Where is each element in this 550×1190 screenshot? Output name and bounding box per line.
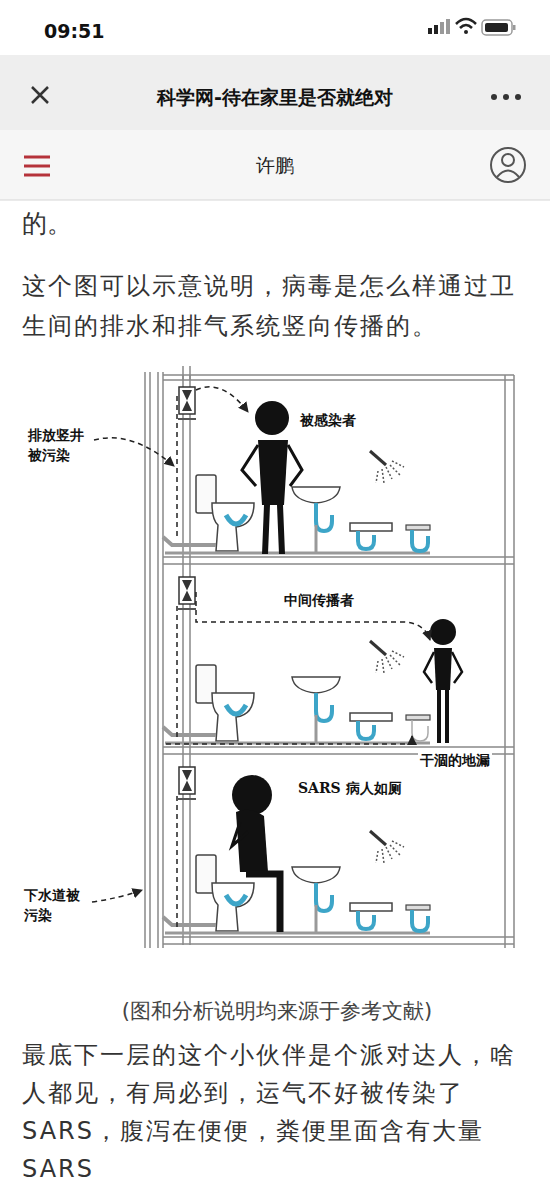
patient-person-part [246, 874, 280, 932]
building-section-part [504, 375, 506, 948]
building-section [145, 366, 514, 948]
spreader-person-part [439, 690, 447, 743]
virus-path-part [176, 396, 178, 540]
figure-caption: (图和分析说明均来源于参考文献) [2, 998, 550, 1025]
patient-person-part [236, 810, 268, 872]
infected-person-part [258, 440, 288, 505]
building-section-part [163, 379, 514, 381]
author-bar-part [0, 200, 550, 201]
spreader-person-part [424, 652, 462, 683]
infected-person-part [255, 401, 289, 435]
header-bar-part [0, 55, 550, 130]
author-bar-part [0, 130, 550, 200]
diagram-callout: SARS 病人如厕 [296, 778, 404, 798]
author-bar-part [24, 157, 50, 175]
status-icons [428, 19, 516, 35]
status-time: 09:51 [44, 19, 104, 44]
header-bar-part [491, 94, 497, 100]
virus-path-part [92, 890, 142, 902]
virus-path-part [176, 606, 178, 740]
status-icons-part [464, 30, 468, 34]
spreader-person [424, 619, 462, 743]
building-section-part [149, 372, 151, 948]
virus-path-part [196, 387, 248, 412]
virus-path-part [176, 796, 178, 930]
patient-person-part [232, 775, 272, 815]
paragraph-text: 最底下一层的这个小伙伴是个派对达人，啥人都见，有局必到，运气不好被传染了SARS… [22, 1036, 536, 1188]
spreader-person-part [430, 619, 456, 645]
diagram-callout: 被感染者 [298, 410, 358, 430]
status-icons-part [456, 19, 476, 24]
status-icons-part [440, 22, 444, 34]
status-icons-part [513, 25, 516, 30]
author-bar-part [502, 154, 514, 166]
diagram-callout: 下水道被污染 [22, 884, 88, 926]
header-bar-part [515, 94, 521, 100]
paragraph-text: 这个图可以示意说明，病毒是怎么样通过卫生间的排水和排气系统竖向传播的。 [22, 266, 536, 346]
author-bar-part [497, 171, 519, 178]
building-section-part [412, 910, 428, 931]
building-section-part [157, 372, 159, 948]
building-section-part [163, 755, 514, 945]
status-icons-part [428, 28, 432, 34]
spreader-person-part [434, 648, 452, 690]
virus-path [92, 387, 430, 930]
status-icons-part [460, 25, 472, 28]
header-bar-part [32, 87, 48, 103]
building-section-part [513, 375, 515, 948]
building-section-part [163, 375, 514, 565]
author-name: 许鹏 [175, 153, 375, 178]
diagram-callout: 中间传播者 [282, 590, 356, 610]
header-bar-part [503, 94, 509, 100]
status-icons-part [482, 20, 512, 35]
infected-person-part [242, 445, 302, 486]
virus-path-part [166, 736, 412, 744]
building-section-part [163, 374, 514, 376]
paragraph-text: 的。 [22, 208, 72, 241]
status-icons-part [434, 25, 438, 34]
virus-path-part [94, 438, 174, 466]
diagram-callout: 干涸的地漏 [418, 750, 492, 770]
status-icons-part [446, 19, 450, 34]
building-section-part [144, 372, 146, 948]
patient-person [232, 775, 280, 932]
patient-person-part [232, 822, 248, 846]
building-section-part [163, 565, 514, 755]
author-bar-part [491, 148, 525, 182]
header-bar [0, 55, 550, 130]
infected-person-part [265, 505, 282, 554]
diagram-callout: 排放竖井被污染 [26, 424, 92, 466]
page-title: 科学网-待在家里是否就绝对 [90, 85, 460, 110]
author-bar [0, 130, 550, 200]
building-section-part [412, 720, 428, 741]
infected-person [242, 401, 302, 554]
status-icons-part [485, 23, 508, 32]
building-section-part [412, 530, 428, 551]
